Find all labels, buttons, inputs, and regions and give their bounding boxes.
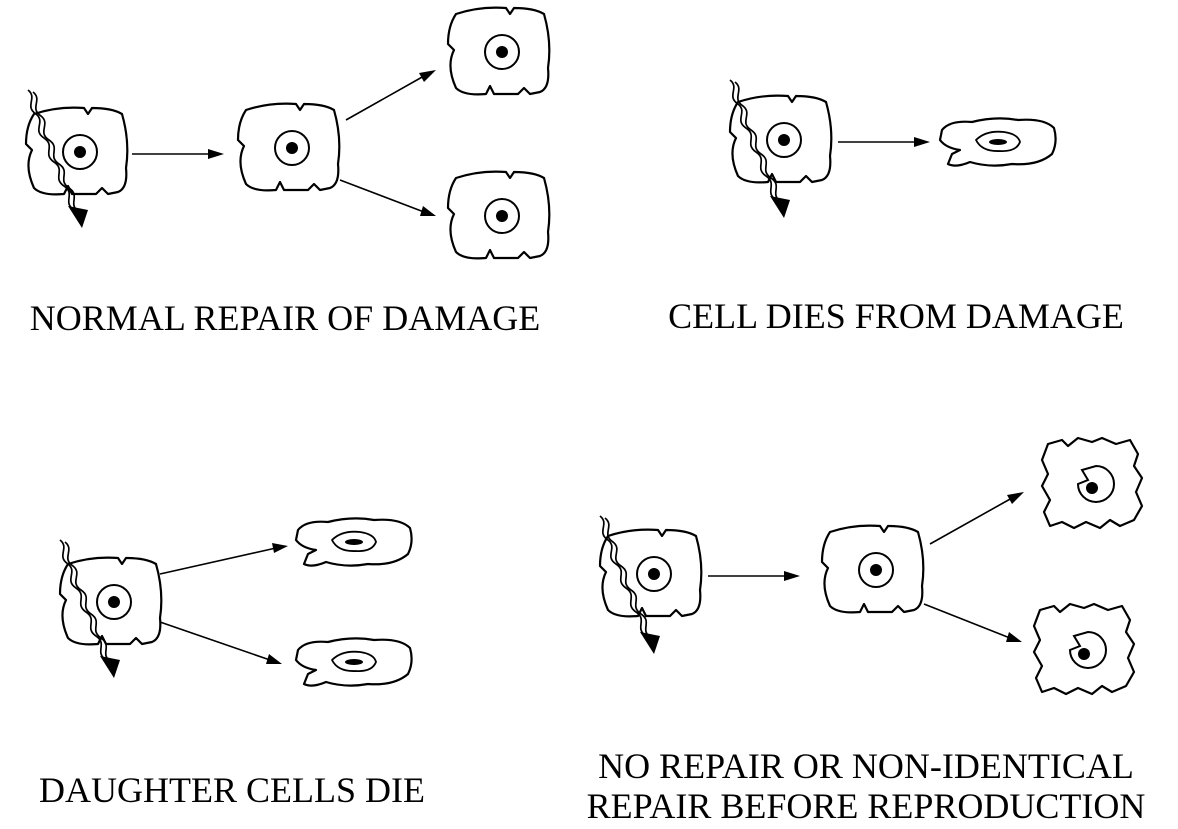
arrow-to-daughter-2: [160, 622, 270, 660]
panel-cell-dies: [730, 80, 1056, 218]
caption-no-repair-line-2: REPAIR BEFORE REPRODUCTION: [560, 786, 1172, 826]
panel-no-repair: [600, 438, 1142, 694]
arrow-to-daughter-1: [160, 548, 276, 574]
arrow-to-daughter-2: [924, 604, 1010, 638]
caption-cell-dies: CELL DIES FROM DAMAGE: [650, 296, 1142, 336]
healthy-daughter-cell: [448, 172, 549, 259]
mutated-daughter-cell: [1042, 438, 1142, 528]
damaged-cell: [26, 108, 127, 195]
dead-daughter-cell: [296, 518, 412, 565]
panel-normal-repair: [26, 8, 549, 259]
arrow-to-daughter-1: [346, 76, 424, 120]
arrow-to-daughter-2: [340, 180, 424, 212]
dead-cell: [940, 118, 1056, 165]
arrow-to-daughter-1: [930, 498, 1012, 544]
caption-normal-repair: NORMAL REPAIR OF DAMAGE: [8, 298, 562, 338]
healthy-daughter-cell: [448, 8, 549, 95]
panel-daughters-die: [60, 518, 412, 685]
caption-no-repair-line-1: NO REPAIR OR NON-IDENTICAL: [560, 746, 1172, 786]
repaired-cell: [238, 104, 339, 191]
caption-no-repair: NO REPAIR OR NON-IDENTICAL REPAIR BEFORE…: [560, 746, 1172, 827]
damaged-cell: [600, 530, 701, 617]
caption-daughters-die: DAUGHTER CELLS DIE: [22, 770, 442, 810]
unrepaired-cell: [822, 526, 923, 613]
mutated-daughter-cell: [1034, 604, 1134, 694]
damaged-cell: [60, 558, 161, 645]
dead-daughter-cell: [296, 638, 412, 685]
